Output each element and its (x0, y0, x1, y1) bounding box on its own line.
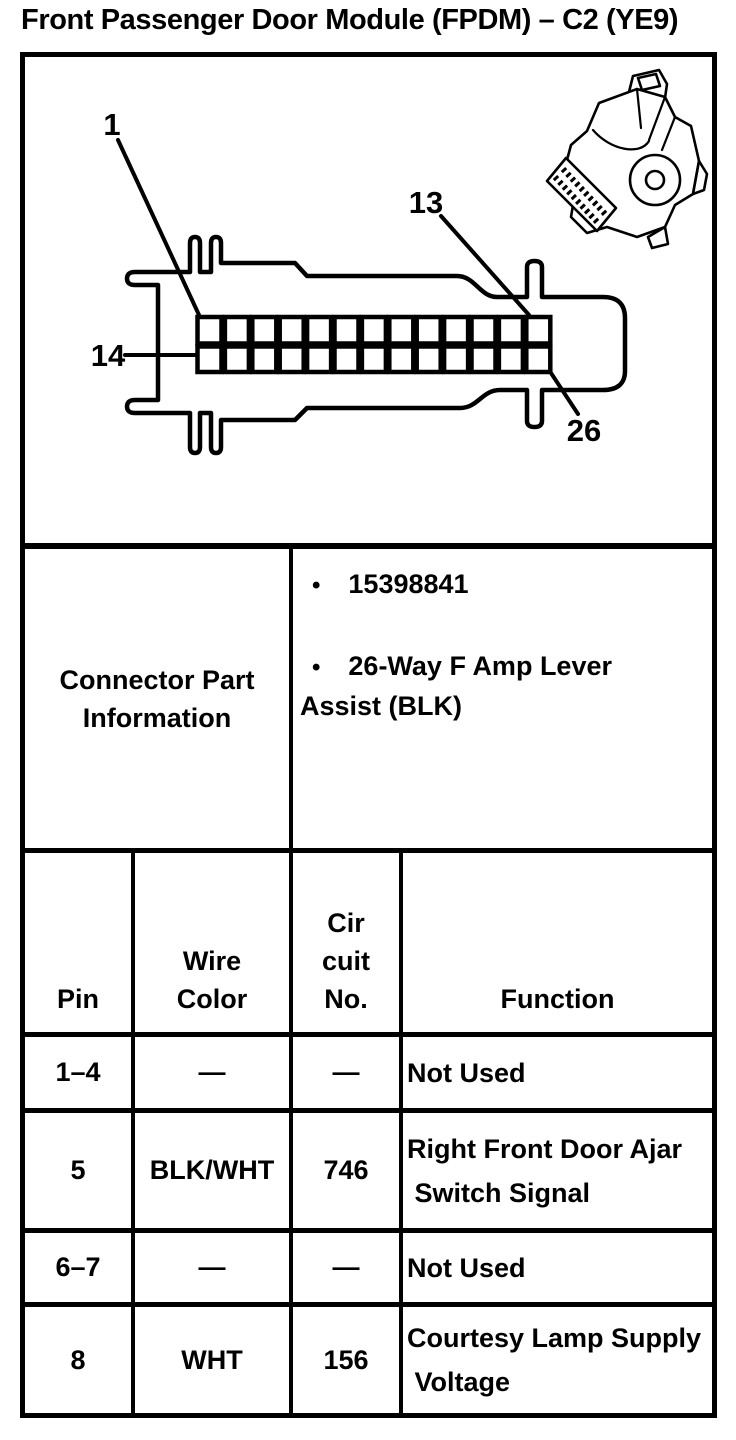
header-function: Function (399, 848, 712, 1032)
pin-cavity (304, 344, 334, 375)
pin-cavity (195, 314, 224, 346)
pin-cell: 8 (25, 1302, 131, 1413)
pin26-label: 26 (567, 413, 601, 448)
circuit-no-cell: 746 (289, 1108, 399, 1228)
leader-line-pin26 (549, 371, 580, 416)
leader-line-pin1 (116, 138, 201, 317)
pin-cavity (524, 344, 553, 375)
pin-cavity (441, 314, 471, 346)
connector-type: 26-Way F Amp Lever Assist (BLK) (300, 651, 612, 721)
pin-cavity (304, 314, 334, 346)
header-circuit-no: Cir cuit No. (289, 848, 399, 1032)
pin-cavity (414, 314, 443, 346)
header-pin: Pin (25, 848, 131, 1032)
part-number: 15398841 (348, 569, 469, 599)
pin-cavity (250, 344, 279, 375)
pin-cavity (496, 314, 526, 346)
function-cell: Right Front Door Ajar Switch Signal (399, 1108, 712, 1228)
pin-cavity (469, 314, 498, 346)
pin-cavity (359, 314, 389, 346)
pin-cavity (387, 314, 416, 346)
pin-cavity (387, 344, 416, 375)
wire-color-cell: WHT (131, 1302, 289, 1413)
function-cell: Not Used (399, 1032, 712, 1108)
module-illustration (545, 68, 709, 250)
pin-cavity (332, 344, 361, 375)
pin-cavity (250, 314, 279, 346)
pin-cavity (414, 344, 443, 375)
pin13-label: 13 (409, 185, 443, 220)
function-cell: Courtesy Lamp Supply Voltage (399, 1302, 712, 1413)
circuit-no-cell: 156 (289, 1302, 399, 1413)
connector-diagram: 1 13 14 26 (25, 57, 712, 543)
connector-housing-outline (124, 234, 628, 456)
bullet-icon: • (312, 572, 321, 599)
pin-cavity (277, 314, 306, 346)
pin-cavity (277, 344, 306, 375)
wire-color-cell: — (131, 1228, 289, 1302)
wire-color-cell: — (131, 1032, 289, 1108)
pin-grid (195, 314, 553, 375)
connector-type-item: •26-Way F Amp Lever Assist (BLK) (300, 647, 698, 725)
header-wire-color: Wire Color (131, 848, 289, 1032)
pin-cell: 6–7 (25, 1228, 131, 1302)
pin-cell: 5 (25, 1108, 131, 1228)
connector-part-info-label: Connector Part Information (25, 543, 289, 848)
pin-cell: 1–4 (25, 1032, 131, 1108)
pin-cavity (222, 314, 252, 346)
pin1-label: 1 (103, 107, 120, 142)
connector-info-box: 1 13 14 26 Connector (20, 52, 717, 1418)
wire-color-cell: BLK/WHT (131, 1108, 289, 1228)
pin-cavity (524, 314, 553, 346)
function-cell: Not Used (399, 1228, 712, 1302)
pin-cavity (332, 314, 361, 346)
pin-cavity (222, 344, 252, 375)
pin-cavity (195, 344, 224, 375)
pin-cavity (496, 344, 526, 375)
pin-cavity (441, 344, 471, 375)
connector-diagram-svg: 1 13 14 26 (91, 68, 709, 456)
pin-cavity (469, 344, 498, 375)
leader-line-pin13 (439, 214, 531, 317)
page-title: Front Passenger Door Module (FPDM) – C2 … (21, 4, 679, 36)
connector-part-info-details: •15398841 •26-Way F Amp Lever Assist (BL… (289, 543, 712, 848)
circuit-no-cell: — (289, 1032, 399, 1108)
part-number-item: • 15398841 (300, 565, 698, 605)
circuit-no-cell: — (289, 1228, 399, 1302)
bullet-icon: • (312, 654, 321, 681)
pin-cavity (359, 344, 389, 375)
pin14-label: 14 (91, 338, 126, 373)
